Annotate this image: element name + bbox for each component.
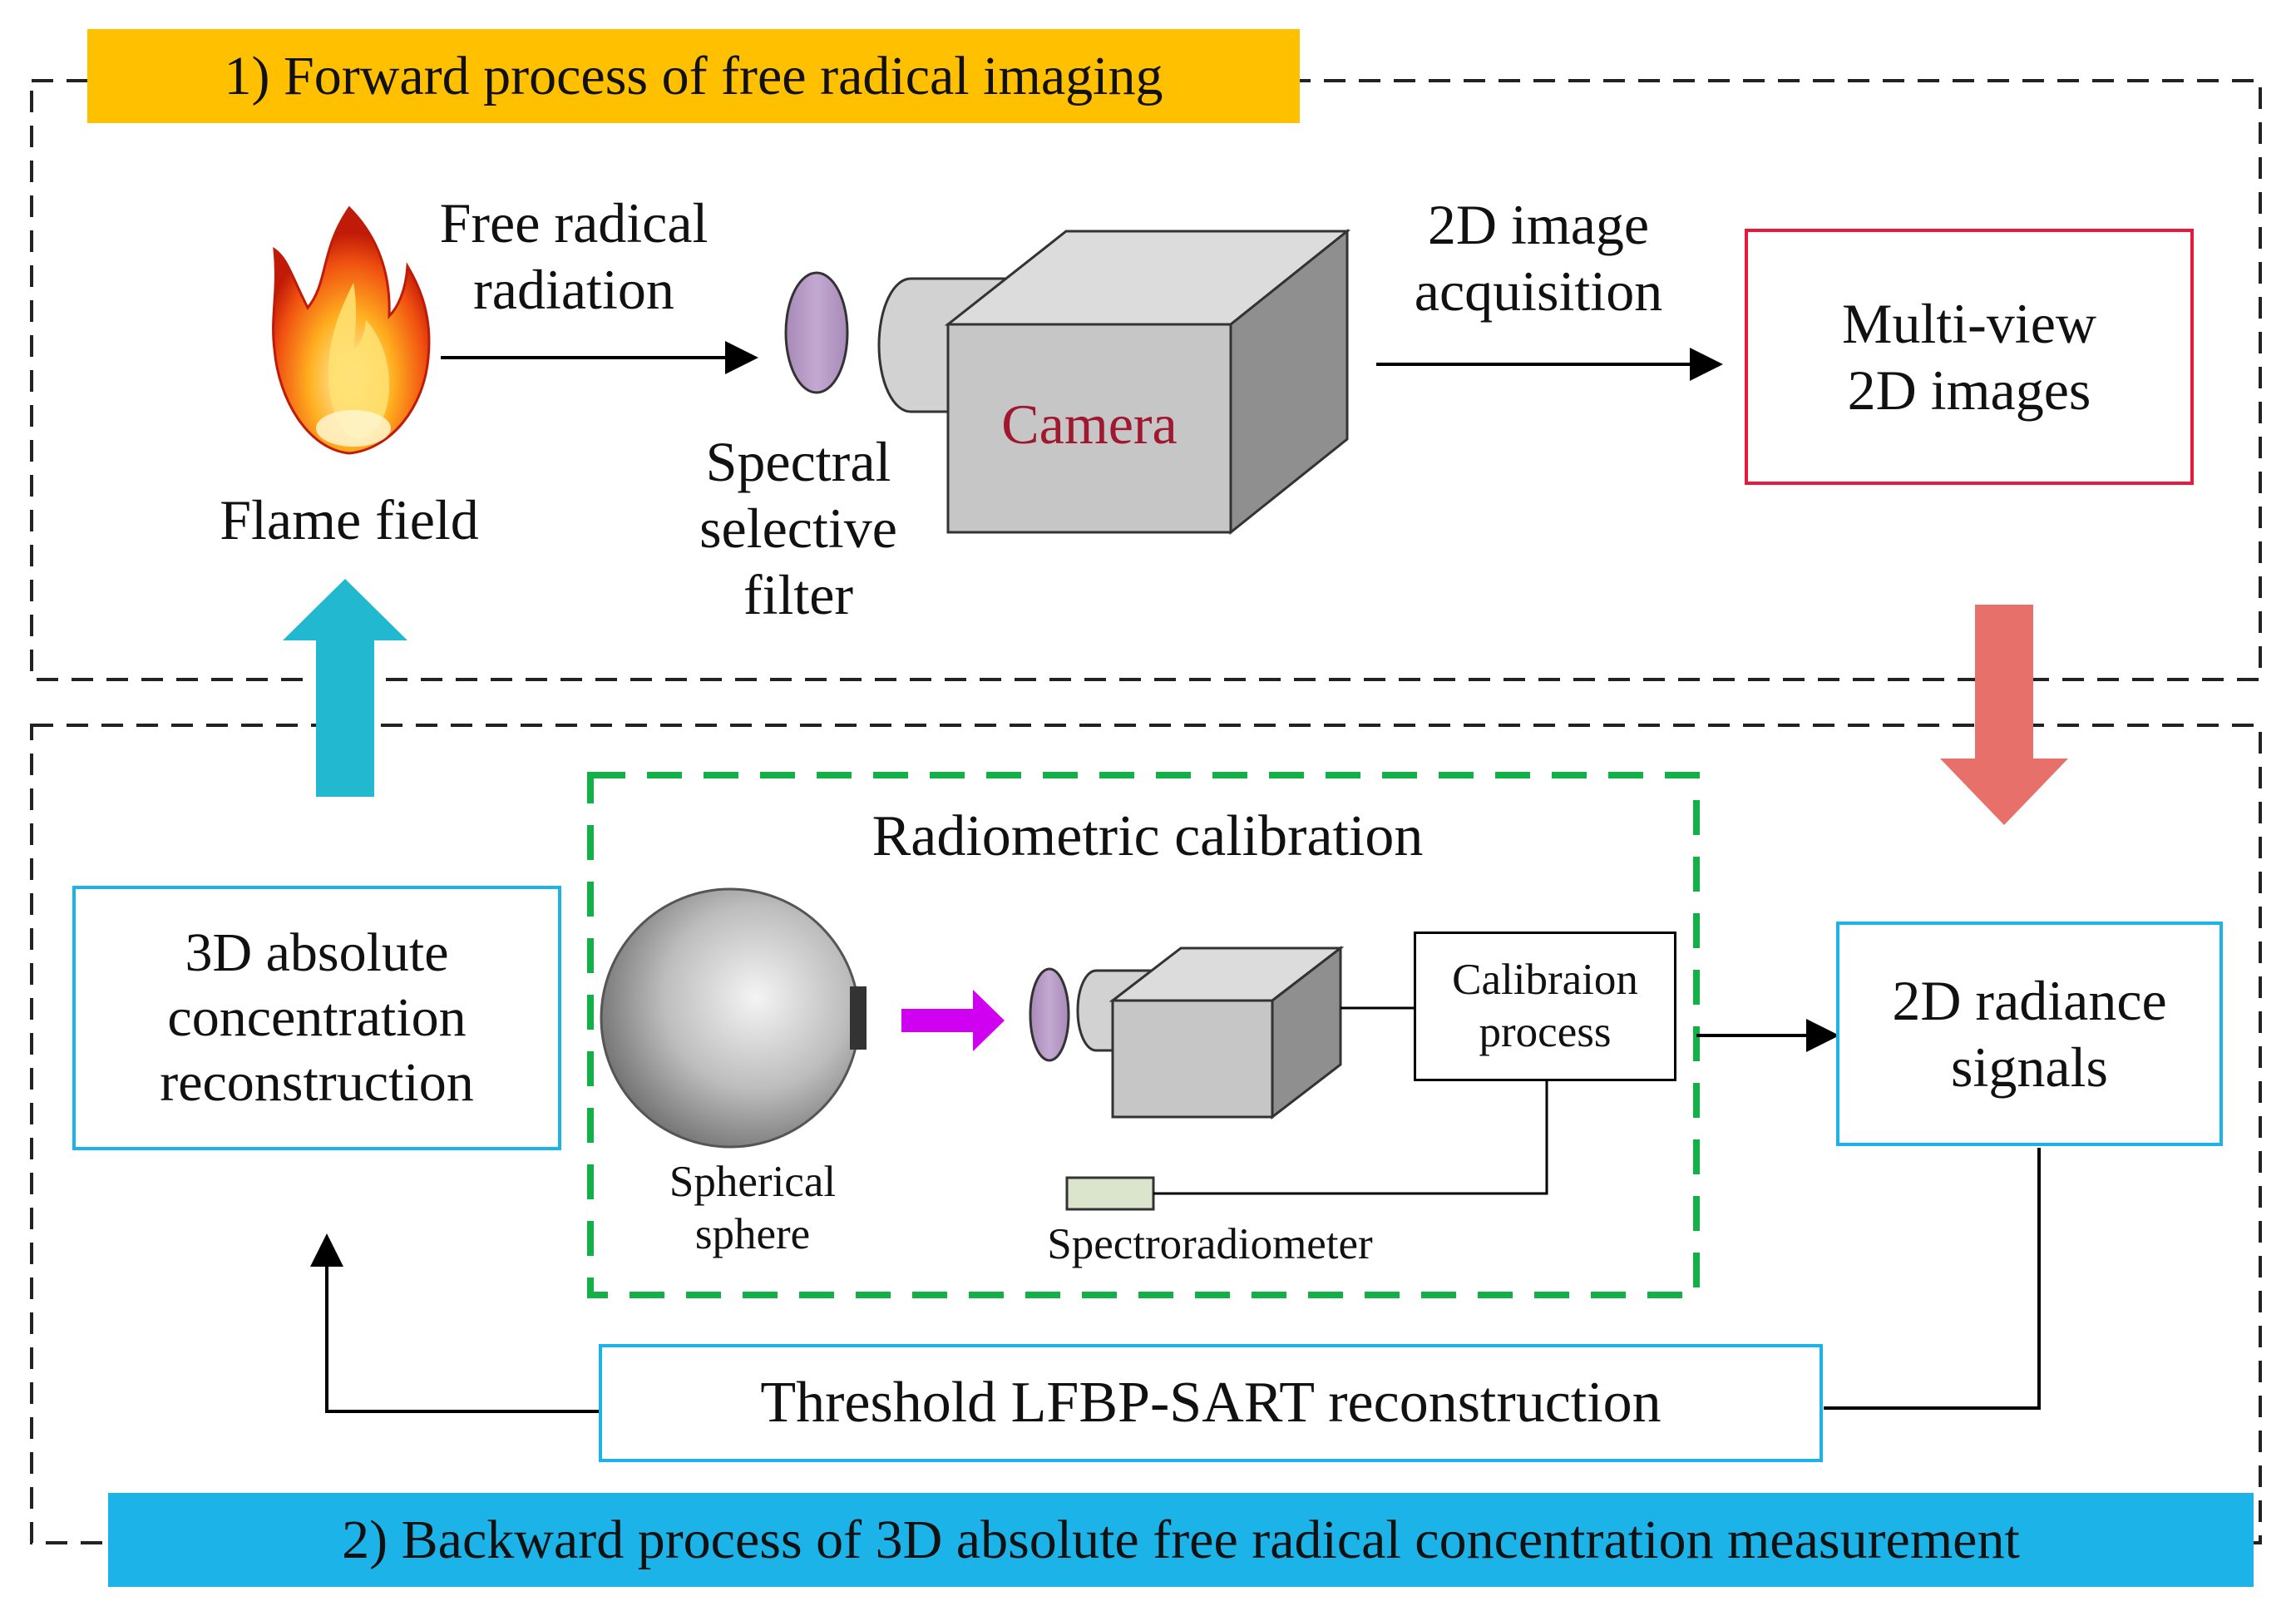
radiance-signals-box: 2D radiance signals [1836,922,2223,1146]
image-acquisition-label: 2D image acquisition [1414,193,1663,324]
forward-process-title: 1) Forward process of free radical imagi… [87,29,1300,123]
camera-icon [877,228,1351,536]
spectroradiometer-link [1153,1081,1548,1195]
absolute-concentration-box: 3D absolute concentration reconstruction [72,886,561,1150]
threshold-reconstruction-box: Threshold LFBP-SART reconstruction [599,1344,1823,1462]
multi-view-images-box: Multi-view 2D images [1745,229,2194,485]
small-camera-icon [1076,945,1345,1120]
radiometric-calibration-label: Radiometric calibration [871,804,1424,868]
filter-icon [784,271,849,394]
free-radical-radiation-label: Free radical radiation [439,191,709,322]
spectroradiometer-label: Spectroradiometer [1047,1220,1373,1268]
down-arrow [1940,605,2068,825]
backward-process-title: 2) Backward process of 3D absolute free … [108,1493,2254,1587]
small-filter-icon [1029,967,1070,1062]
spectral-filter-label: Spectral selective filter [699,430,897,627]
spherical-sphere-label: Spherical sphere [669,1158,837,1258]
calibration-process-box: Calibraion process [1414,932,1676,1081]
threshold-to-concentration-arrow [310,1233,600,1413]
camera-label: Camera [1001,393,1178,456]
forward-process-region [30,79,2262,681]
up-arrow [283,579,407,797]
flame-icon [272,205,431,455]
flame-field-label: Flame field [220,488,479,551]
purple-arrow [901,990,1005,1051]
radiance-to-threshold-link [1824,1148,2041,1410]
integrating-sphere-icon [600,887,867,1149]
spectroradiometer-device [1065,1176,1155,1211]
